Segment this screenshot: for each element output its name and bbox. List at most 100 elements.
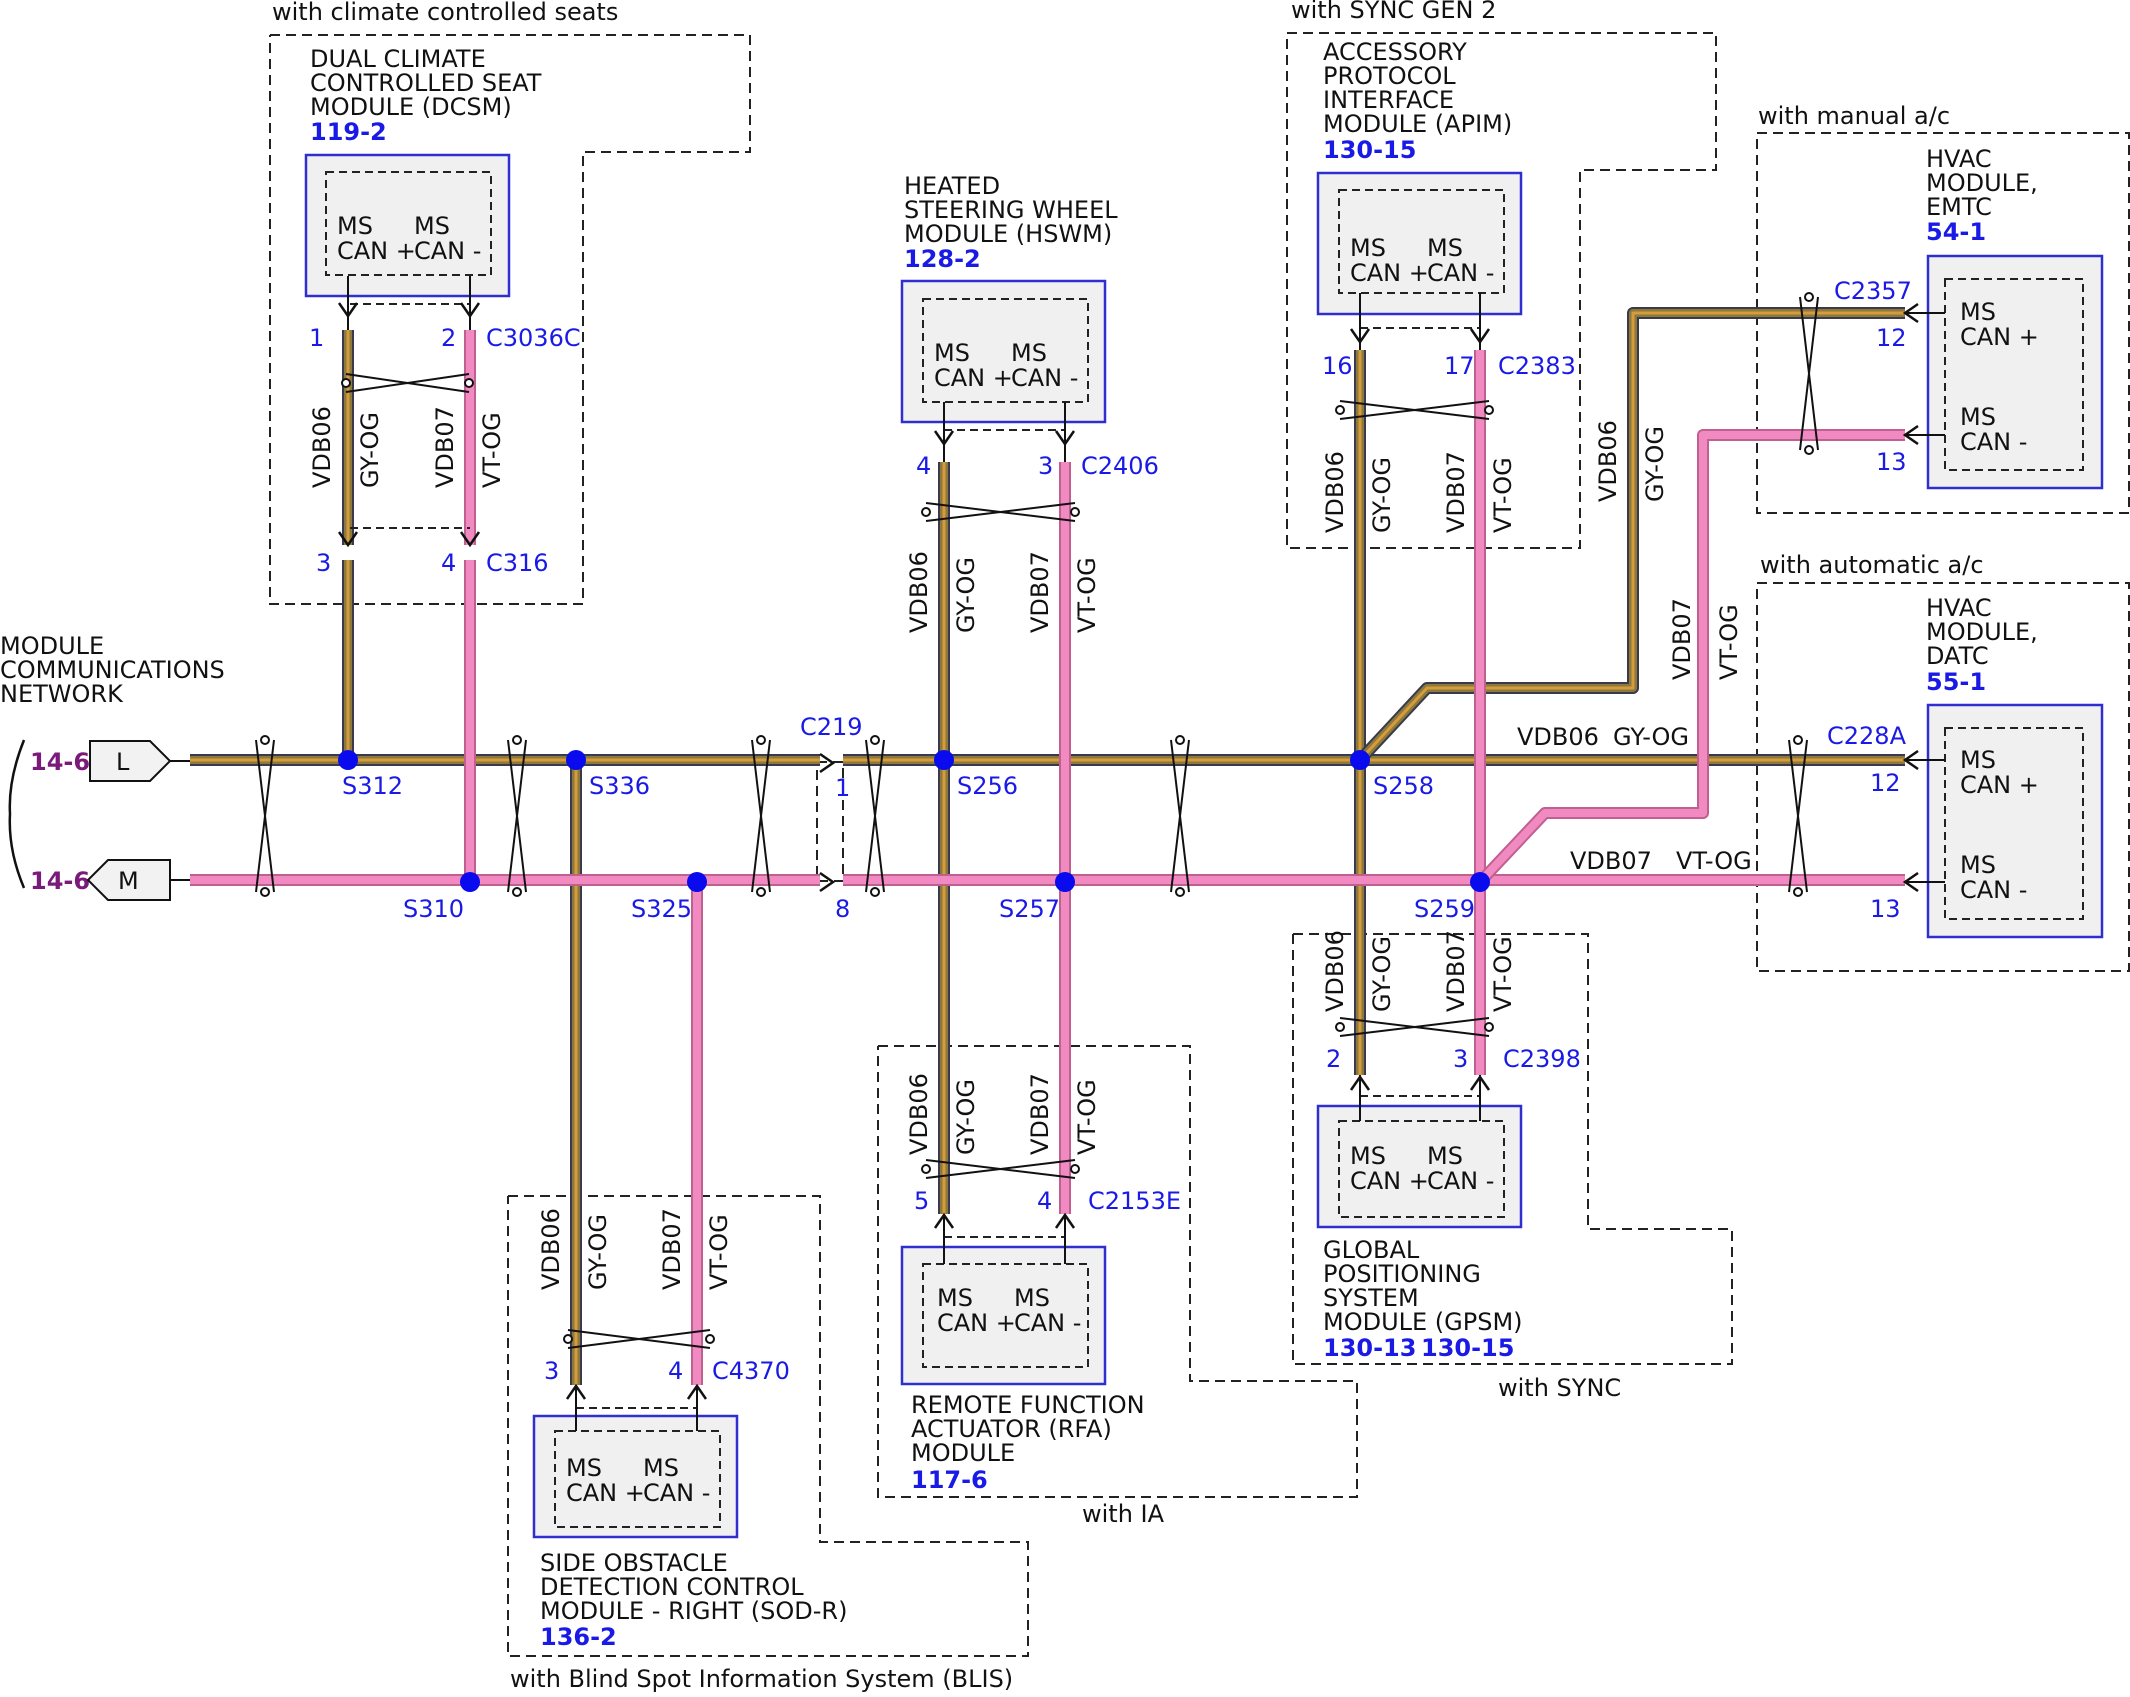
module-apim-name: MODULE (APIM) — [1323, 110, 1512, 138]
group-outline-rfa — [877, 1045, 1358, 1498]
pin-label: CAN - — [1427, 1167, 1494, 1195]
splice-s258-label: S258 — [1373, 772, 1434, 800]
pin-label: CAN - — [1014, 1309, 1081, 1337]
wire-vt-og-label: VT-OG — [705, 1214, 733, 1290]
pin-label: CAN + — [937, 1309, 1016, 1337]
group-title-auto: with automatic a/c — [1760, 551, 1984, 579]
module-apim-name: ACCESSORY — [1323, 38, 1467, 66]
pin-label: MS — [1960, 746, 1996, 774]
network-title: MODULE — [0, 632, 104, 660]
wire-layer — [190, 307, 1905, 1385]
wire-gy-og-label: GY-OG — [1368, 936, 1396, 1012]
module-dcsm-ref[interactable]: 119-2 — [310, 118, 387, 146]
group-title-gpsm: with SYNC — [1498, 1374, 1621, 1402]
pin-label: CAN + — [566, 1479, 645, 1507]
group-title-blis: with Blind Spot Information System (BLIS… — [510, 1665, 1013, 1692]
pin-label: MS — [1960, 403, 1996, 431]
splice-s257[interactable] — [1055, 872, 1075, 892]
twist-marker — [1799, 296, 1819, 451]
twist-marker — [255, 739, 275, 893]
module-rfa-ref[interactable]: 117-6 — [911, 1466, 988, 1494]
pin-label: MS — [643, 1454, 679, 1482]
input-m-ref[interactable]: 14-6 — [30, 867, 90, 895]
splice-s336[interactable] — [566, 750, 586, 770]
wire-labels: VDB06 GY-OG VDB07 VT-OG VDB06 GY-OG VDB0… — [308, 406, 1752, 1290]
module-emtc-ref[interactable]: 54-1 — [1926, 218, 1986, 246]
module-datc-name: MODULE, — [1926, 618, 2038, 646]
pin-number: 3 — [1453, 1045, 1468, 1073]
module-datc-name: HVAC — [1926, 594, 1992, 622]
twist-marker — [1788, 739, 1808, 893]
pin-label: MS — [1011, 339, 1047, 367]
module-gpsm-ref[interactable]: 130-13 — [1323, 1334, 1416, 1362]
wire-vt-og-label: VT-OG — [1715, 604, 1743, 680]
module-gpsm-ref-2[interactable]: 130-15 — [1421, 1334, 1514, 1362]
wire-vdb07-label: VDB07 — [1442, 451, 1470, 533]
wire-vt-og-label: VT-OG — [1073, 557, 1101, 633]
wire-gy-og-label: GY-OG — [952, 1079, 980, 1155]
module-hswm: HEATED STEERING WHEEL MODULE (HSWM) 128-… — [900, 172, 1118, 424]
module-hswm-ref[interactable]: 128-2 — [904, 245, 981, 273]
connector-c2406-label: C2406 — [1081, 452, 1159, 480]
splice-s310-label: S310 — [403, 895, 464, 923]
module-hswm-name: STEERING WHEEL — [904, 196, 1118, 224]
network-brace — [8, 739, 26, 889]
network-title: COMMUNICATIONS — [0, 656, 225, 684]
module-apim-ref[interactable]: 130-15 — [1323, 136, 1416, 164]
pin-label: MS — [337, 212, 373, 240]
group-outline-manual — [1756, 132, 2130, 514]
module-sodr-name: MODULE - RIGHT (SOD-R) — [540, 1597, 847, 1625]
module-gpsm-name: GLOBAL — [1323, 1236, 1420, 1264]
module-apim-name: INTERFACE — [1323, 86, 1454, 114]
module-rfa-name: MODULE — [911, 1439, 1015, 1467]
pin-number: 3 — [1038, 452, 1053, 480]
c219-connector-outline — [816, 761, 844, 882]
module-datc-ref[interactable]: 55-1 — [1926, 668, 1986, 696]
pin-label: MS — [1427, 234, 1463, 262]
splice-s256[interactable] — [934, 750, 954, 770]
wire-vt-og-label: VT-OG — [1489, 936, 1517, 1012]
connector-c4370-label: C4370 — [712, 1357, 790, 1385]
splice-s310[interactable] — [460, 872, 480, 892]
module-apim-name: PROTOCOL — [1323, 62, 1456, 90]
wire-vt-og-label: VT-OG — [478, 412, 506, 488]
module-sodr: MS MS CAN + CAN - SIDE OBSTACLE DETECTIO… — [532, 1414, 847, 1651]
input-l-ref[interactable]: 14-6 — [30, 748, 90, 776]
splice-s312[interactable] — [338, 750, 358, 770]
twist-marker — [1339, 400, 1490, 420]
pin-label: CAN + — [1960, 323, 2039, 351]
connector-c219-label: C219 — [800, 713, 863, 741]
wire-vdb06-label: VDB06 — [1594, 420, 1622, 502]
wire-gy-og-label: GY-OG — [1641, 426, 1669, 502]
module-rfa-name: REMOTE FUNCTION — [911, 1391, 1145, 1419]
input-l-connector[interactable] — [89, 740, 172, 782]
pin-number: 1 — [309, 324, 324, 352]
splice-s256-label: S256 — [957, 772, 1018, 800]
twist-marker — [345, 373, 470, 393]
module-emtc-name: MODULE, — [1926, 169, 2038, 197]
twisted-pair-markers — [255, 292, 1819, 1349]
splice-s325[interactable] — [687, 872, 707, 892]
module-rfa-name: ACTUATOR (RFA) — [911, 1415, 1112, 1443]
pair-dash-links — [350, 303, 1480, 1409]
pin-label: CAN - — [1960, 428, 2027, 456]
wire-vdb07-label: VDB07 — [1026, 551, 1054, 633]
input-m-connector[interactable] — [86, 859, 171, 901]
pin-number: 5 — [914, 1187, 929, 1215]
pin-label: MS — [1350, 234, 1386, 262]
pin-number: 2 — [1326, 1045, 1341, 1073]
connector-c2398-label: C2398 — [1503, 1045, 1581, 1073]
group-title-rfa: with IA — [1082, 1500, 1165, 1528]
module-leads — [347, 276, 1945, 1431]
twist-marker — [567, 1329, 711, 1349]
wire-vdb07-label: VDB07 — [1668, 598, 1696, 680]
pin-label: CAN + — [1350, 259, 1429, 287]
pin-number: 13 — [1870, 895, 1901, 923]
module-sodr-ref[interactable]: 136-2 — [540, 1623, 617, 1651]
splice-s258[interactable] — [1350, 750, 1370, 770]
module-dcsm-name: MODULE (DCSM) — [310, 93, 512, 121]
pin-label: MS — [937, 1284, 973, 1312]
pin-label: CAN + — [934, 364, 1013, 392]
splice-s259[interactable] — [1470, 872, 1490, 892]
connector-c3036c-label: C3036C — [486, 324, 581, 352]
